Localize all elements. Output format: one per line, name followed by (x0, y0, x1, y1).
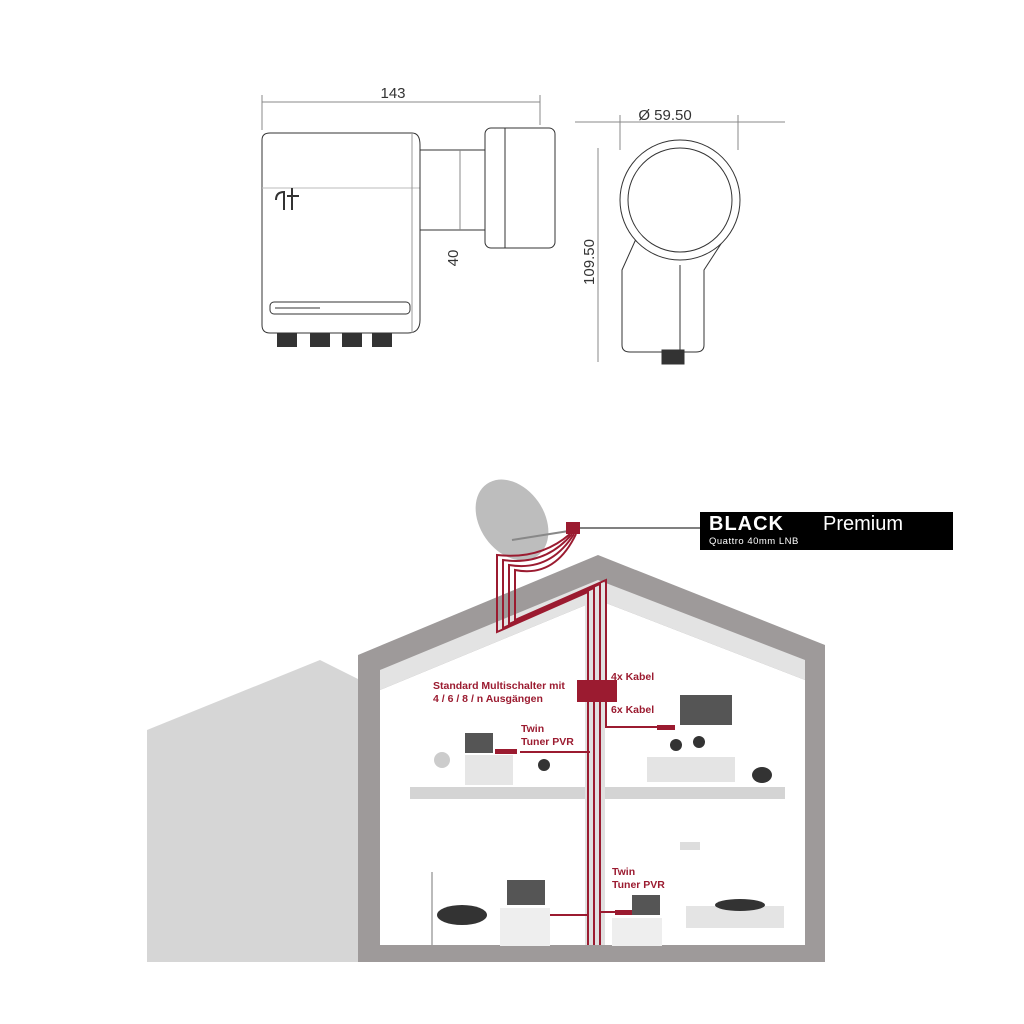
twin-tuner-lower-1: Twin (612, 866, 635, 878)
twin-tuner-upper-2: Tuner PVR (521, 736, 574, 748)
receiver-right (657, 725, 675, 730)
lnb-side-view (261, 95, 556, 347)
sofa-icon (647, 757, 735, 782)
lnb-front-view (575, 115, 785, 365)
tv-icon (632, 895, 660, 915)
plant-icon (434, 752, 450, 768)
person-icon (538, 759, 550, 771)
tv-icon (507, 880, 545, 905)
sofa-icon (686, 906, 784, 928)
multiswitch (577, 680, 617, 702)
multiswitch-label-2: 4 / 6 / 8 / n Ausgängen (433, 693, 543, 705)
person-icon (715, 899, 765, 911)
height-dimension: 109.50 (581, 239, 598, 285)
multiswitch-label-1: Standard Multischalter mit (433, 680, 565, 692)
brand-light: Premium (823, 513, 904, 535)
twin-tuner-upper-1: Twin (521, 723, 544, 735)
cables (496, 533, 660, 945)
ceiling-lamp-icon (680, 842, 700, 850)
cable4-label: 4x Kabel (611, 671, 654, 683)
cable6-label: 6x Kabel (611, 704, 654, 716)
receiver-upper (495, 749, 517, 754)
person-icon (437, 905, 487, 925)
receiver-lower-right (615, 910, 633, 915)
neck-dimension: 40 (445, 250, 462, 267)
tv-icon (465, 733, 493, 753)
width-dimension: 143 (380, 85, 405, 102)
person-icon (670, 739, 682, 751)
satellite-dish (475, 479, 700, 561)
furniture (431, 695, 784, 946)
lnb (566, 522, 580, 534)
product-badge: BLACK Premium Quattro 40mm LNB (700, 512, 953, 550)
twin-tuner-lower-2: Tuner PVR (612, 879, 665, 891)
diameter-dimension: Ø 59.50 (638, 107, 691, 124)
person-icon (693, 736, 705, 748)
brand-bold: BLACK (709, 513, 784, 535)
neighbour-building (147, 660, 360, 962)
dog-icon (752, 767, 772, 783)
product-subtitle: Quattro 40mm LNB (709, 536, 799, 547)
tv-icon (680, 695, 732, 725)
